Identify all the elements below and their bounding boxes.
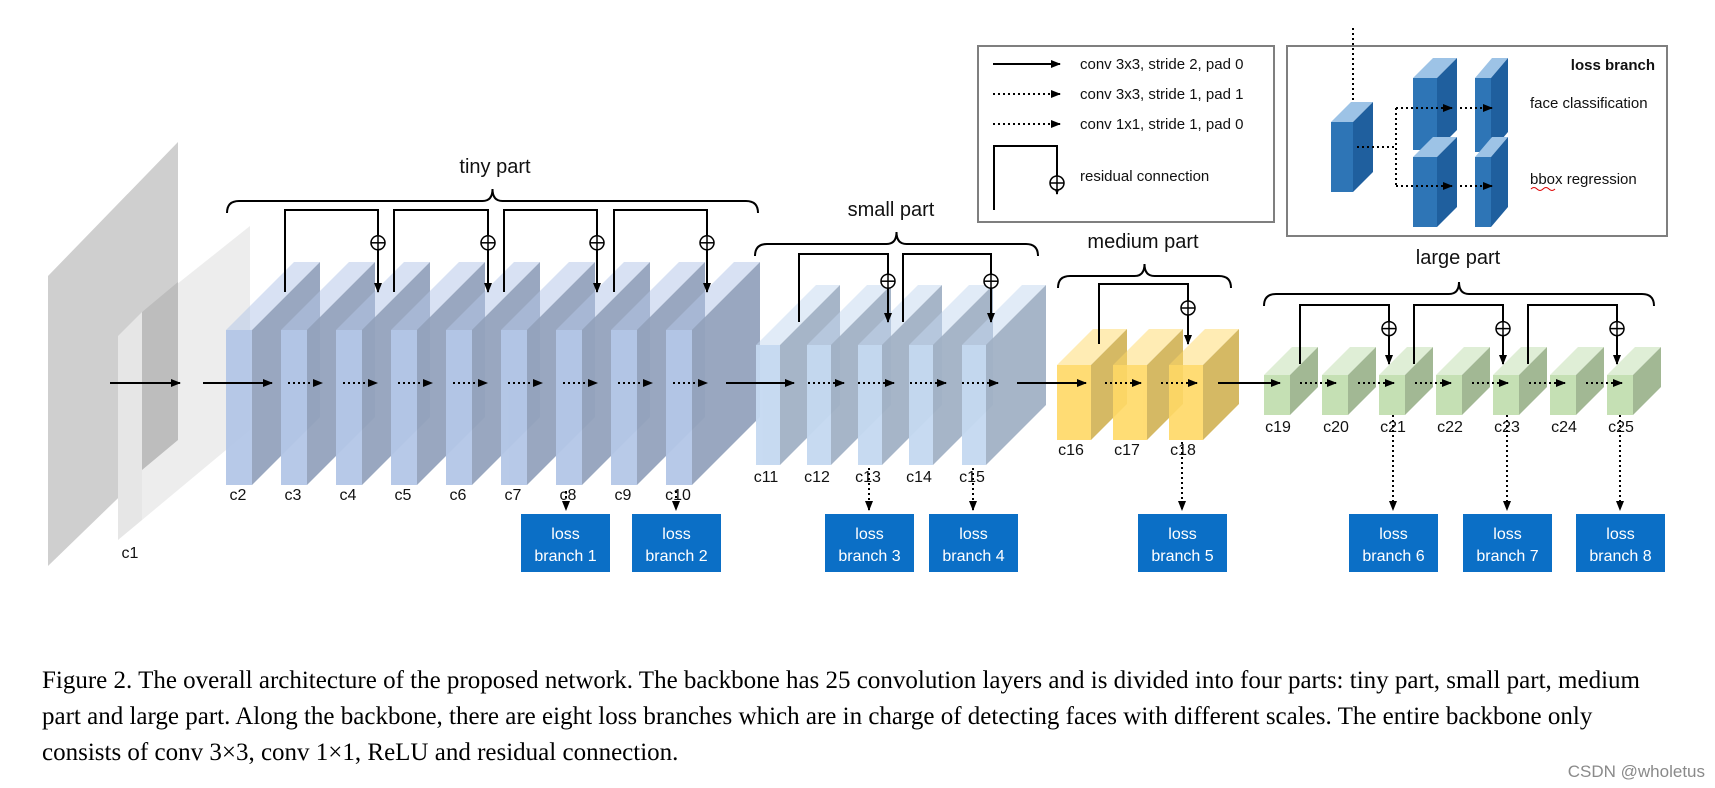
layer-block-c17 xyxy=(1113,329,1183,440)
panel-bbox-label: bbox regression xyxy=(1530,171,1637,188)
svg-text:loss: loss xyxy=(1493,526,1521,543)
medium-part-brace xyxy=(1057,263,1232,289)
legend-conv-1x1: conv 1x1, stride 1, pad 0 xyxy=(1080,116,1243,133)
loss-branch-8: loss branch 8 xyxy=(1576,415,1665,572)
loss-branch-2: loss branch 2 xyxy=(632,491,721,572)
svg-text:branch 1: branch 1 xyxy=(534,548,596,565)
layer-label-c11: c11 xyxy=(754,469,779,486)
layer-label-c25: c25 xyxy=(1608,419,1634,436)
residual-connection-icon xyxy=(993,145,1061,210)
layer-label-c21: c21 xyxy=(1380,419,1406,436)
layer-label-c5: c5 xyxy=(395,487,412,504)
svg-text:loss: loss xyxy=(1606,526,1634,543)
loss-branch-3: loss branch 3 xyxy=(825,468,914,572)
layer-block-c25 xyxy=(1607,347,1661,415)
layer-block-c21 xyxy=(1379,347,1433,415)
layer-label-c10: c10 xyxy=(665,487,691,504)
layer-label-c6: c6 xyxy=(450,487,467,504)
layer-label-c22: c22 xyxy=(1437,419,1463,436)
layer-block-c24 xyxy=(1550,347,1604,415)
panel-out-block-top xyxy=(1475,58,1508,152)
loss-branch-7: loss branch 7 xyxy=(1463,415,1552,572)
part-braces xyxy=(226,188,1655,307)
residual-medium-1 xyxy=(1098,283,1196,345)
layer-label-c18: c18 xyxy=(1170,442,1196,459)
residual-tiny-4 xyxy=(613,209,715,293)
layer-label-c4: c4 xyxy=(340,487,357,504)
svg-text:loss: loss xyxy=(959,526,987,543)
legend-residual: residual connection xyxy=(1080,168,1209,185)
svg-text:loss: loss xyxy=(551,526,579,543)
svg-text:branch 3: branch 3 xyxy=(838,548,900,565)
legend-conv-s2: conv 3x3, stride 2, pad 0 xyxy=(1080,56,1243,73)
loss-branch-panel: loss branch xyxy=(1286,28,1668,237)
layer-label-c13: c13 xyxy=(855,469,881,486)
loss-branch-4: loss branch 4 xyxy=(929,468,1018,572)
small-part-label: small part xyxy=(848,199,935,221)
svg-text:branch 2: branch 2 xyxy=(645,548,707,565)
residual-small-1 xyxy=(798,253,896,323)
panel-out-block-bottom xyxy=(1475,137,1508,227)
layer-label-c14: c14 xyxy=(906,469,932,486)
layer-label-c20: c20 xyxy=(1323,419,1349,436)
watermark: CSDN @wholetus xyxy=(1567,762,1705,781)
layer-block-c1 xyxy=(48,142,250,566)
layer-label-c12: c12 xyxy=(804,469,830,486)
layer-label-c9: c9 xyxy=(615,487,632,504)
svg-text:branch 4: branch 4 xyxy=(942,548,1004,565)
large-part-brace xyxy=(1263,281,1655,307)
layer-label-c7: c7 xyxy=(505,487,522,504)
residual-large-1 xyxy=(1299,304,1397,365)
layer-block-c23 xyxy=(1493,347,1547,415)
svg-text:branch 7: branch 7 xyxy=(1476,548,1538,565)
layer-label-c16: c16 xyxy=(1058,442,1084,459)
layer-block-c22 xyxy=(1436,347,1490,415)
panel-face-label: face classification xyxy=(1530,95,1648,112)
svg-text:branch 8: branch 8 xyxy=(1589,548,1651,565)
layer-block-c10 xyxy=(666,262,760,485)
layer-block-c15 xyxy=(962,285,1046,465)
layer-label-c15: c15 xyxy=(959,469,985,486)
layer-label-c17: c17 xyxy=(1114,442,1140,459)
legend-box: conv 3x3, stride 2, pad 0 conv 3x3, stri… xyxy=(977,45,1275,223)
svg-text:loss: loss xyxy=(1379,526,1407,543)
residual-tiny-2 xyxy=(393,209,496,293)
svg-text:loss: loss xyxy=(662,526,690,543)
layer-label-c23: c23 xyxy=(1494,419,1520,436)
layer-label-c8: c8 xyxy=(560,487,577,504)
loss-branch-1: loss branch 1 xyxy=(521,491,610,572)
layer-block-c19 xyxy=(1264,347,1318,415)
svg-text:branch 6: branch 6 xyxy=(1362,548,1424,565)
layer-block-c18 xyxy=(1169,329,1239,440)
residual-large-2 xyxy=(1413,304,1511,365)
tiny-part-brace xyxy=(226,188,759,214)
layer-label-c1: c1 xyxy=(122,545,139,562)
layer-label-c2: c2 xyxy=(230,487,247,504)
residual-small-2 xyxy=(902,253,999,323)
loss-branch-6: loss branch 6 xyxy=(1349,415,1438,572)
residual-tiny-3 xyxy=(503,209,605,293)
loss-branch-panel-title: loss branch xyxy=(1571,57,1655,74)
small-part-brace xyxy=(754,231,1039,257)
legend-conv-s1: conv 3x3, stride 1, pad 1 xyxy=(1080,86,1243,103)
residual-tiny-1 xyxy=(284,209,386,293)
svg-text:loss: loss xyxy=(1168,526,1196,543)
layer-label-c24: c24 xyxy=(1551,419,1577,436)
layer-label-c19: c19 xyxy=(1265,419,1291,436)
loss-branch-5: loss branch 5 xyxy=(1138,442,1227,572)
residual-large-3 xyxy=(1527,304,1625,365)
layer-label-c3: c3 xyxy=(285,487,302,504)
svg-text:loss: loss xyxy=(855,526,883,543)
figure-caption: Figure 2. The overall architecture of th… xyxy=(42,667,1640,766)
panel-mid-block-top xyxy=(1413,58,1457,150)
residual-connections xyxy=(284,209,1625,365)
layer-block-c20 xyxy=(1322,347,1376,415)
large-part-label: large part xyxy=(1416,247,1501,269)
svg-text:branch 5: branch 5 xyxy=(1151,548,1213,565)
medium-part-label: medium part xyxy=(1087,231,1199,253)
panel-mid-block-bottom xyxy=(1413,137,1457,227)
tiny-part-label: tiny part xyxy=(459,156,531,178)
architecture-diagram: c1 c2 c3 c4 c5 c6 c7 c8 c9 c10 c11 c12 c13 c14 c15 c16 c… xyxy=(48,28,1668,572)
